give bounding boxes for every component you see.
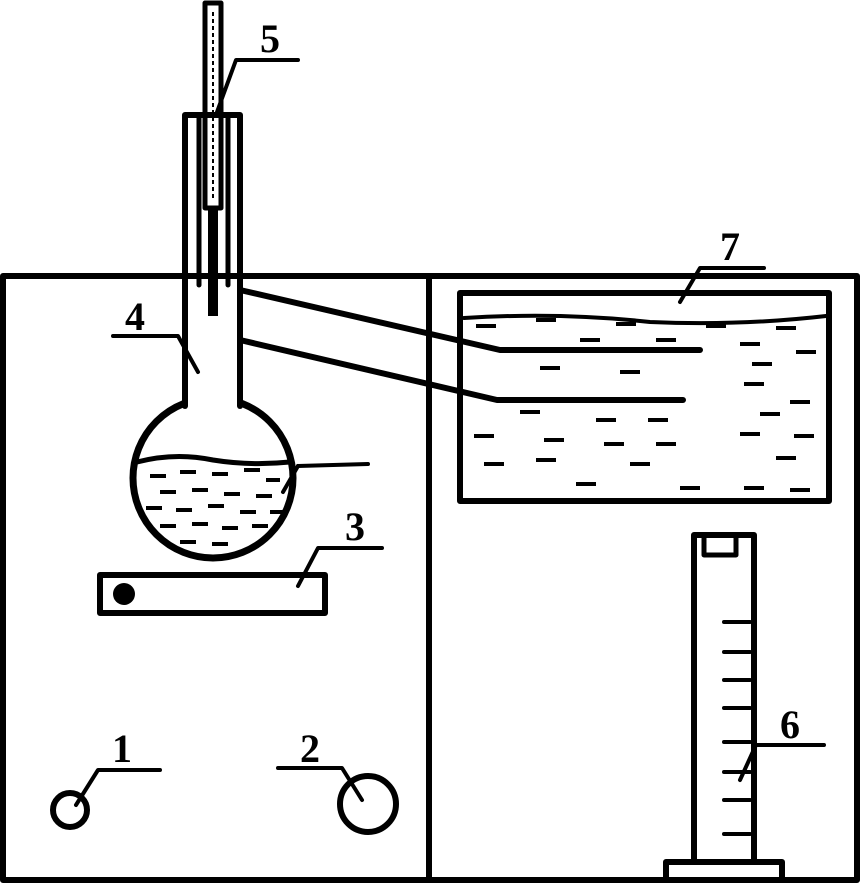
flask-liquid-leader-bar <box>296 462 370 468</box>
thermometer-stem <box>208 208 218 316</box>
heater-indicator-dot <box>113 583 135 605</box>
flask-liquid-dashes <box>146 468 284 546</box>
knob-1 <box>50 790 90 830</box>
condenser-tube-lower <box>237 337 686 403</box>
leader-1 <box>74 768 162 807</box>
leader-3 <box>296 546 384 588</box>
graduated-cylinder <box>691 532 757 865</box>
flask-neck-cover <box>188 388 237 406</box>
flask-liquid-surface <box>134 453 293 467</box>
knob-2 <box>337 773 399 835</box>
label-1: 1 <box>112 726 132 771</box>
cylinder-graduations <box>722 620 752 836</box>
label-5: 5 <box>260 16 280 61</box>
label-7: 7 <box>720 224 740 269</box>
water-bath <box>457 290 832 504</box>
flask-neck-left <box>182 112 243 401</box>
heater-plate <box>97 572 328 616</box>
label-4: 4 <box>125 294 145 339</box>
leader-4 <box>111 334 200 374</box>
condenser-tube-upper <box>237 287 703 353</box>
leader-5 <box>215 58 300 114</box>
label-2: 2 <box>300 726 320 771</box>
leader-6 <box>738 743 826 782</box>
water-surface <box>462 313 828 326</box>
label-3: 3 <box>345 504 365 549</box>
water-bath-dashes <box>474 318 816 492</box>
cylinder-tube-outlet <box>701 532 739 558</box>
leader-7 <box>678 266 766 304</box>
leader-2 <box>276 766 364 802</box>
label-6: 6 <box>780 702 800 747</box>
flask-liquid-leader <box>281 464 300 494</box>
